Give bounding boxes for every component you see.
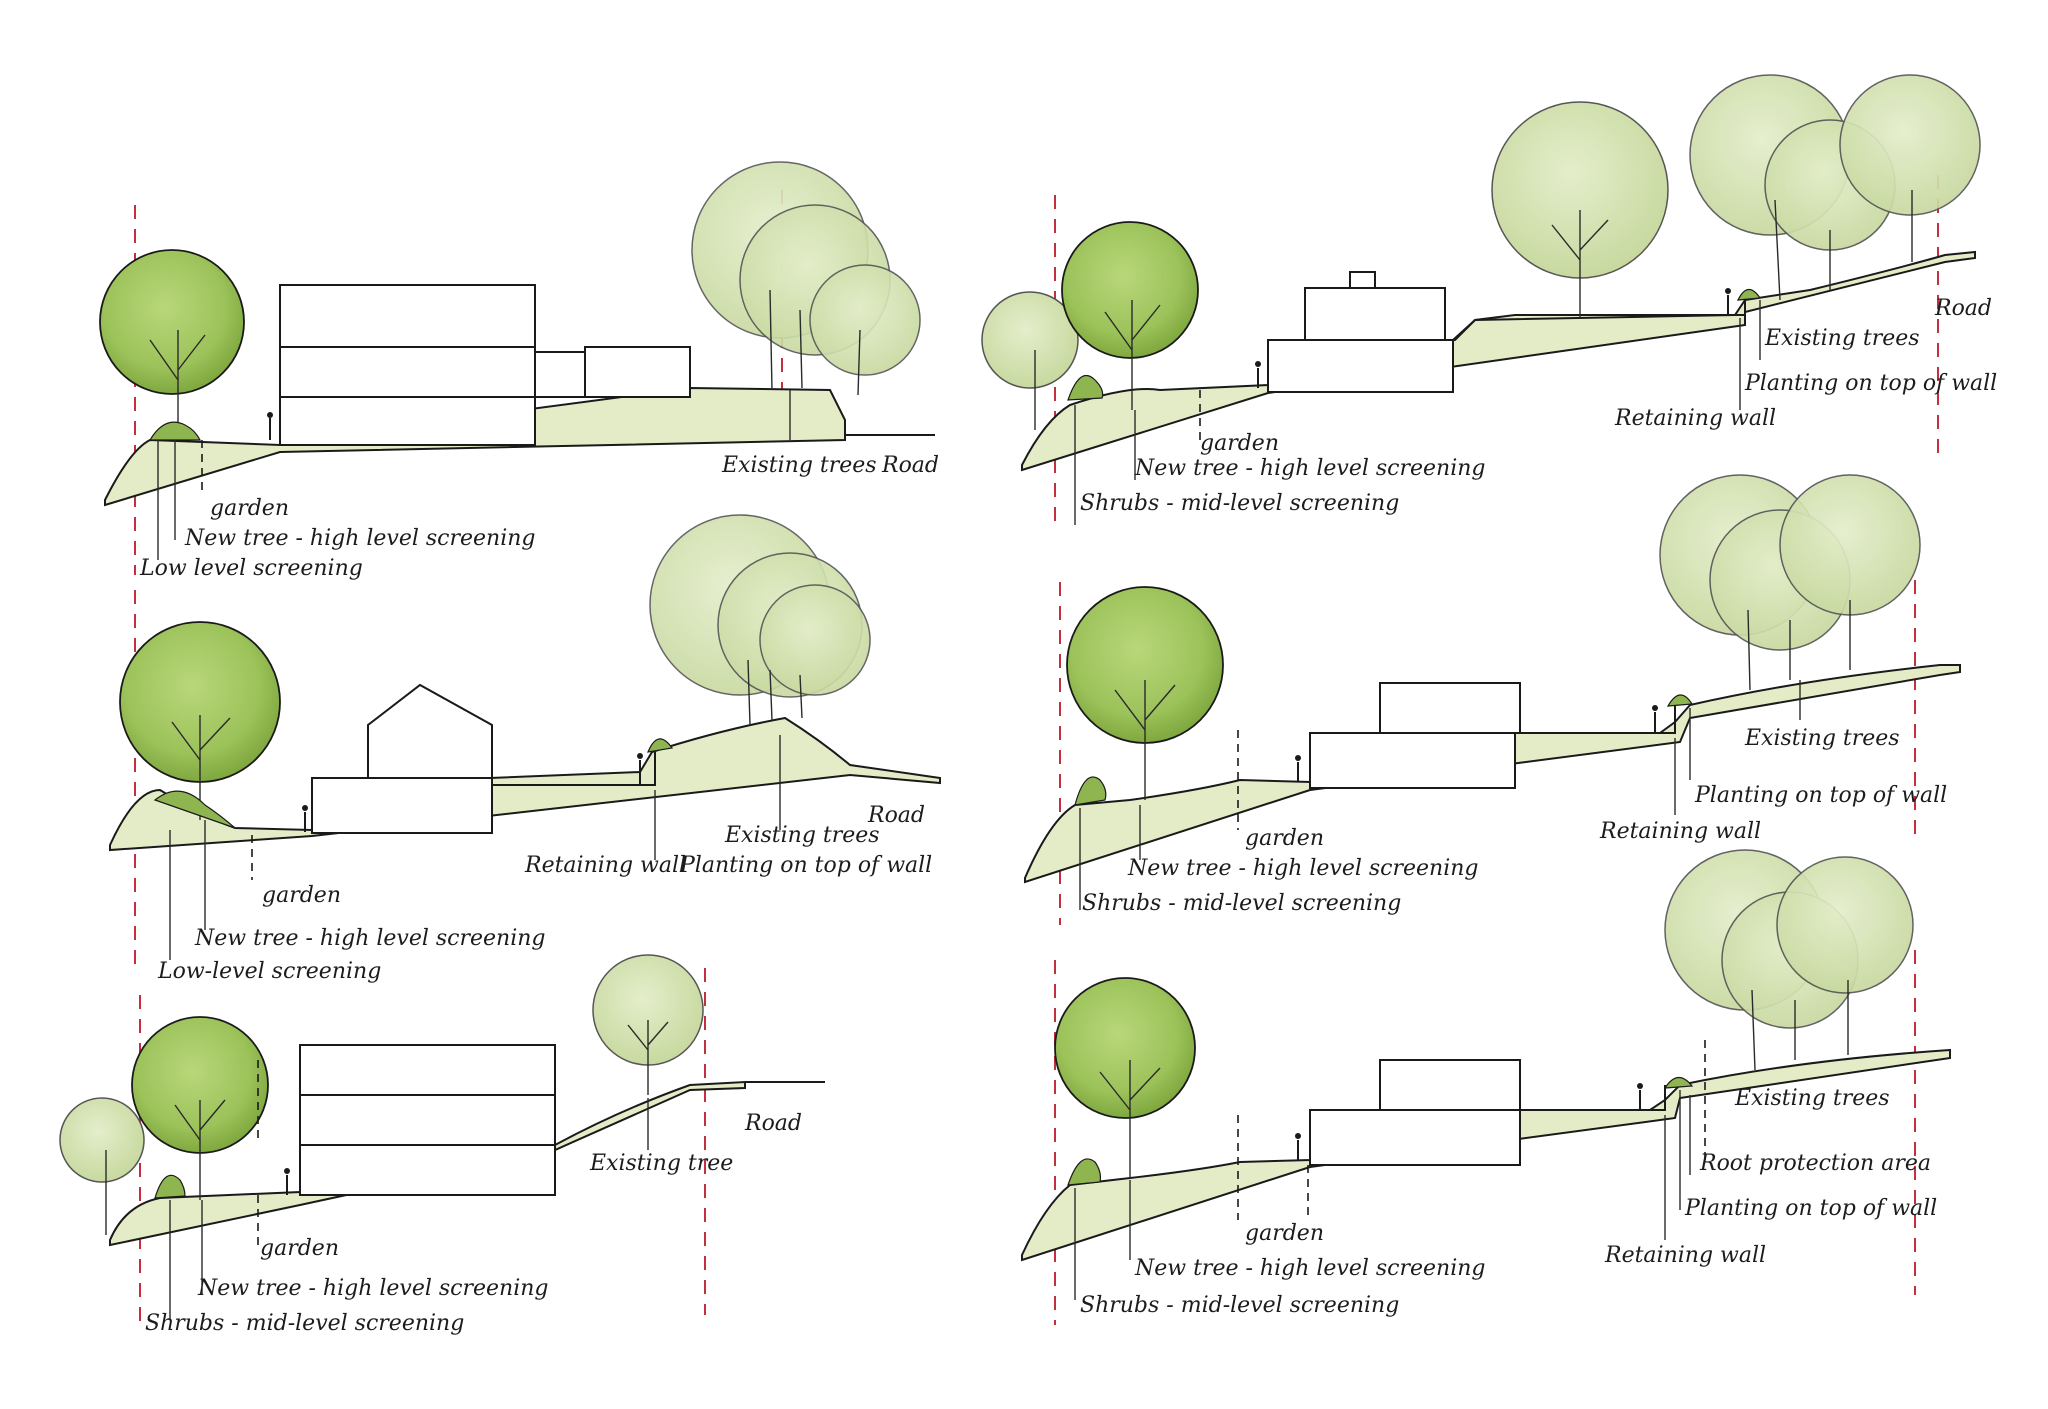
label-retaining-wall: Retaining wall [524,853,686,878]
label-shrubs: Shrubs - mid-level screening [1082,891,1401,916]
label-garden: garden [260,1236,339,1261]
background-tree [59,1097,145,1235]
shrubs [1067,1158,1102,1186]
existing-trees [1659,474,1921,691]
existing-trees [691,161,921,396]
label-root-protection: Root protection area [1699,1151,1931,1176]
label-existing-tree: Existing tree [589,1151,733,1176]
new-tree [1054,977,1196,1178]
new-tree [119,621,281,820]
existing-trees [1664,849,1914,1071]
label-new-tree: New tree - high level screening [184,526,536,551]
label-new-tree: New tree - high level screening [197,1276,549,1301]
building-block-upper [1304,287,1446,341]
building-block-lower [1309,1109,1521,1166]
label-retaining-wall: Retaining wall [1604,1243,1766,1268]
label-planting-on-wall: Planting on top of wall [1694,783,1947,808]
label-shrubs: Shrubs - mid-level screening [1080,491,1399,516]
label-planting-on-wall: Planting on top of wall [679,853,932,878]
building-rooftop [1349,271,1376,289]
section-4: Road Existing trees Planting on top of w… [981,74,1997,525]
label-new-tree: New tree - high level screening [1127,856,1479,881]
section-6: Existing trees Root protection area Plan… [1021,849,1951,1325]
label-new-tree: New tree - high level screening [1134,1256,1486,1281]
label-low-screening: Low level screening [139,556,363,581]
building-block-upper [1379,1059,1521,1111]
new-tree [131,1016,269,1200]
label-road: Road [1934,296,1992,321]
shrubs [1074,776,1107,806]
retaining-wall [1660,705,1676,734]
background-tree [981,291,1079,430]
planting-on-wall [1666,694,1694,707]
section-2: Existing trees Road Retaining wall Plant… [109,514,941,984]
label-road: Road [744,1111,802,1136]
low-shrubs [153,790,236,829]
existing-tree [592,954,704,1095]
planting-on-wall [647,738,674,753]
planting-on-wall [1736,288,1762,301]
existing-trees [1491,74,1981,318]
retaining-wall [640,752,656,786]
label-existing-trees: Existing trees [1744,726,1900,751]
building-block-main [299,1044,556,1196]
label-retaining-wall: Retaining wall [1599,819,1761,844]
label-shrubs: Shrubs - mid-level screening [145,1311,464,1336]
section-5: Existing trees Planting on top of wall R… [1024,474,1961,925]
label-existing-trees: Existing trees [721,453,877,478]
building-block-upper [1379,682,1521,734]
label-new-tree: New tree - high level screening [194,926,546,951]
label-garden: garden [210,496,289,521]
label-planting-on-wall: Planting on top of wall [1744,371,1997,396]
new-tree [1066,586,1224,800]
building-block-link [534,351,586,398]
label-shrubs: Shrubs - mid-level screening [1080,1293,1399,1318]
building-block-main [279,284,536,446]
label-road: Road [867,803,925,828]
retaining-wall [1735,300,1746,316]
label-existing-trees: Existing trees [724,823,880,848]
label-retaining-wall: Retaining wall [1614,406,1776,431]
label-new-tree: New tree - high level screening [1134,456,1486,481]
label-garden: garden [1200,431,1279,456]
new-tree [99,249,245,440]
label-existing-trees: Existing trees [1764,326,1920,351]
label-garden: garden [262,883,341,908]
retaining-wall [1650,1085,1666,1111]
building-block-low [584,346,691,398]
label-existing-trees: Existing trees [1734,1086,1890,1111]
planting-on-wall [1663,1076,1694,1089]
building-block-lower [1267,339,1454,393]
label-garden: garden [1245,826,1324,851]
label-planting-on-wall: Planting on top of wall [1684,1196,1937,1221]
label-low-screening: Low-level screening [157,959,381,984]
section-3: Road Existing tree garden New tree - hig… [59,954,825,1336]
shrubs [1067,375,1104,401]
new-tree [1061,221,1199,410]
building-block-lower [311,777,493,834]
section-1: Existing trees Road garden New tree - hi… [99,161,939,581]
label-garden: garden [1245,1221,1324,1246]
building-block-lower [1309,732,1516,789]
label-road: Road [881,453,939,478]
existing-trees [649,514,871,726]
building-gabled-roof [367,683,493,779]
shrubs [154,1174,186,1199]
low-shrubs [148,421,201,441]
